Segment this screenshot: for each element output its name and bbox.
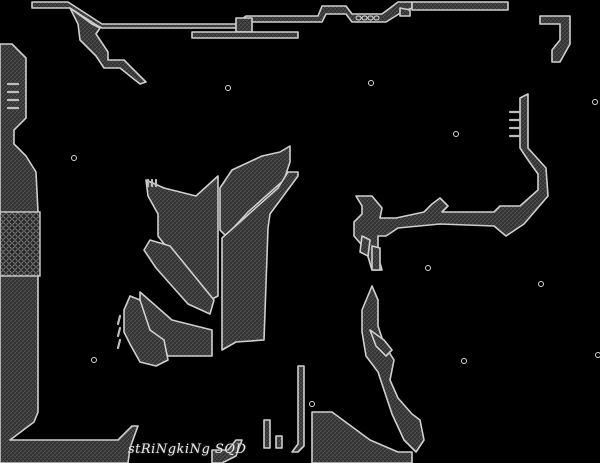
honeycomb-grille xyxy=(0,211,41,277)
bottom-pillars xyxy=(211,365,413,463)
collectible-orbs xyxy=(71,80,600,407)
brand-logo-text: stRiNgkiNg SQD xyxy=(128,442,247,457)
vent-icon xyxy=(355,15,380,21)
left-wall xyxy=(0,43,139,463)
corner-hook-top-right xyxy=(539,15,571,63)
central-emblem xyxy=(116,145,299,367)
top-wall xyxy=(31,1,509,85)
right-corridor xyxy=(353,93,549,453)
